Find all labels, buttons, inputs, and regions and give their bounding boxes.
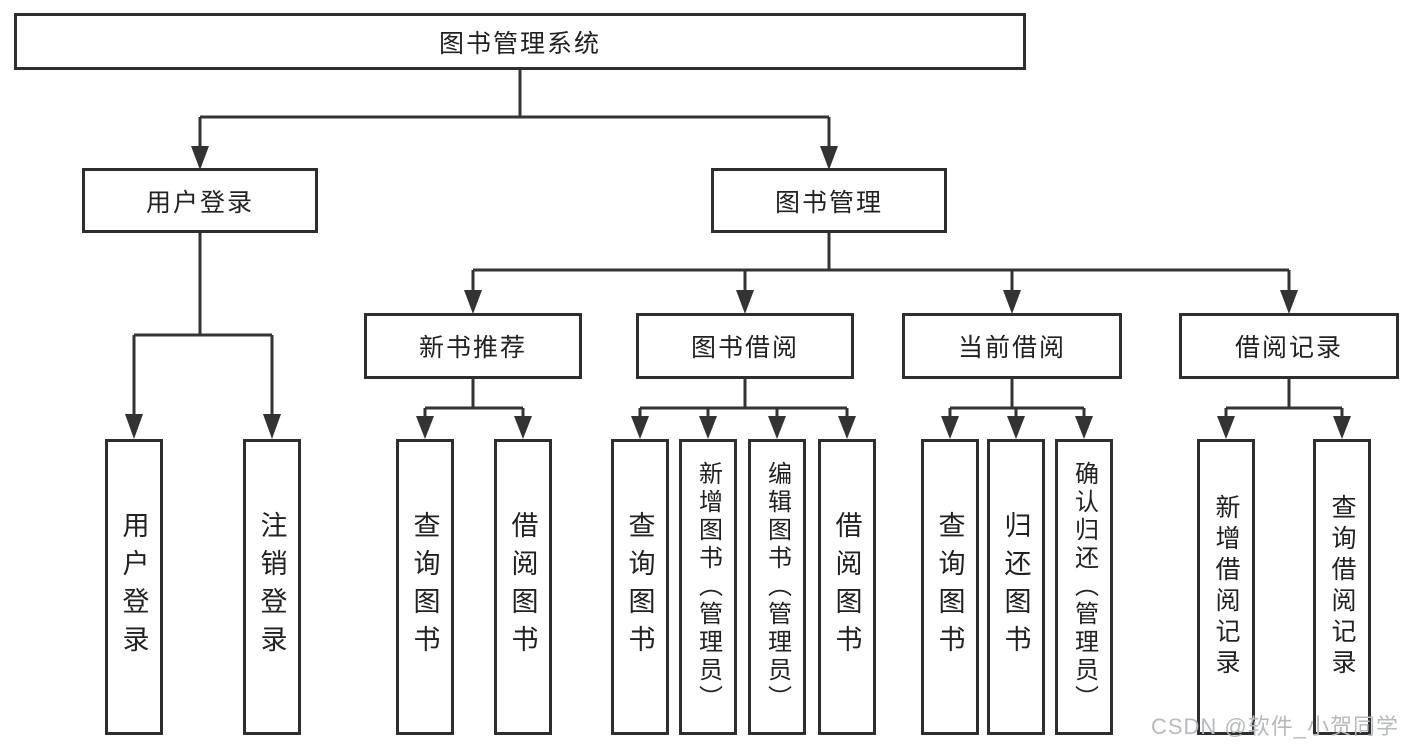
leaf-logout-label: 注销登录: [256, 511, 287, 663]
connector-new-book-recommend-to-leaves: [416, 379, 532, 439]
arrowhead-down: [1333, 416, 1351, 439]
leaf-add-borrow-record: 新增借阅记录: [1197, 439, 1255, 735]
leaf-add-books-admin-label: 新增图书（管理员）: [694, 461, 722, 713]
arrowhead-down: [464, 290, 482, 314]
node-new-book-recommend: 新书推荐: [364, 313, 582, 379]
csdn-watermark: CSDN @软件_小贺同学: [1150, 714, 1399, 739]
leaf-query-borrow-record-label: 查询借阅记录: [1328, 494, 1356, 680]
arrowhead-down: [699, 416, 717, 439]
node-new-book-recommend-label: 新书推荐: [418, 334, 527, 362]
leaf-edit-books-admin: 编辑图书（管理员）: [748, 439, 806, 735]
node-root: 图书管理系统: [14, 13, 1026, 70]
leaf-current-query-books: 查询图书: [921, 439, 979, 735]
connector-borrow-records-to-leaves: [1217, 379, 1351, 439]
node-borrow-records-label: 借阅记录: [1234, 334, 1343, 362]
connector-book-management-to-level3: [464, 233, 1298, 314]
leaf-add-borrow-record-label: 新增借阅记录: [1212, 494, 1240, 680]
leaf-user-login: 用户登录: [105, 439, 163, 735]
node-current-borrow-label: 当前借阅: [957, 334, 1066, 362]
arrowhead-down: [514, 416, 532, 439]
arrowhead-down: [736, 290, 754, 314]
node-book-borrow-label: 图书借阅: [690, 334, 799, 362]
arrowhead-down: [941, 416, 959, 439]
leaf-return-books-label: 归还图书: [1000, 511, 1031, 663]
leaf-recommend-borrow-books-label: 借阅图书: [507, 511, 538, 663]
arrowhead-down: [191, 146, 209, 170]
node-user-login-label: 用户登录: [145, 188, 254, 217]
arrowhead-down: [1280, 290, 1298, 314]
leaf-recommend-query-books-label: 查询图书: [409, 511, 440, 663]
leaf-add-books-admin: 新增图书（管理员）: [679, 439, 737, 735]
leaf-confirm-return-admin: 确认归还（管理员）: [1055, 439, 1113, 735]
leaf-edit-books-admin-label: 编辑图书（管理员）: [763, 461, 791, 713]
leaf-return-books: 归还图书: [987, 439, 1045, 735]
arrowhead-down: [1075, 416, 1093, 439]
connector-current-borrow-to-leaves: [941, 379, 1093, 439]
arrowhead-down: [838, 416, 856, 439]
arrowhead-down: [1007, 416, 1025, 439]
leaf-query-borrow-record: 查询借阅记录: [1313, 439, 1371, 735]
leaf-borrow-query-books-label: 查询图书: [624, 511, 655, 663]
connector-root-to-level2: [191, 70, 838, 170]
leaf-current-query-books-label: 查询图书: [934, 511, 965, 663]
leaf-confirm-return-admin-label: 确认归还（管理员）: [1070, 461, 1098, 713]
leaf-user-login-label: 用户登录: [118, 511, 149, 663]
leaf-recommend-query-books: 查询图书: [396, 439, 454, 735]
connector-user-login-to-leaves: [125, 233, 281, 439]
arrowhead-down: [1003, 290, 1021, 314]
node-current-borrow: 当前借阅: [902, 313, 1122, 379]
arrowhead-down: [820, 146, 838, 170]
leaf-logout: 注销登录: [243, 439, 301, 735]
node-user-login: 用户登录: [82, 168, 318, 233]
arrowhead-down: [631, 416, 649, 439]
leaf-borrow-query-books: 查询图书: [611, 439, 669, 735]
arrowhead-down: [416, 416, 434, 439]
node-book-management-label: 图书管理: [774, 188, 883, 217]
leaf-borrow-borrow-books: 借阅图书: [818, 439, 876, 735]
leaf-recommend-borrow-books: 借阅图书: [494, 439, 552, 735]
node-book-borrow: 图书借阅: [636, 313, 854, 379]
node-root-label: 图书管理系统: [438, 29, 601, 58]
node-borrow-records: 借阅记录: [1179, 313, 1399, 379]
arrowhead-down: [768, 416, 786, 439]
connector-book-borrow-to-leaves: [631, 379, 856, 439]
arrowhead-down: [1217, 416, 1235, 439]
leaf-borrow-borrow-books-label: 借阅图书: [831, 511, 862, 663]
arrowhead-down: [263, 414, 281, 439]
arrowhead-down: [125, 414, 143, 439]
node-book-management: 图书管理: [711, 168, 947, 233]
